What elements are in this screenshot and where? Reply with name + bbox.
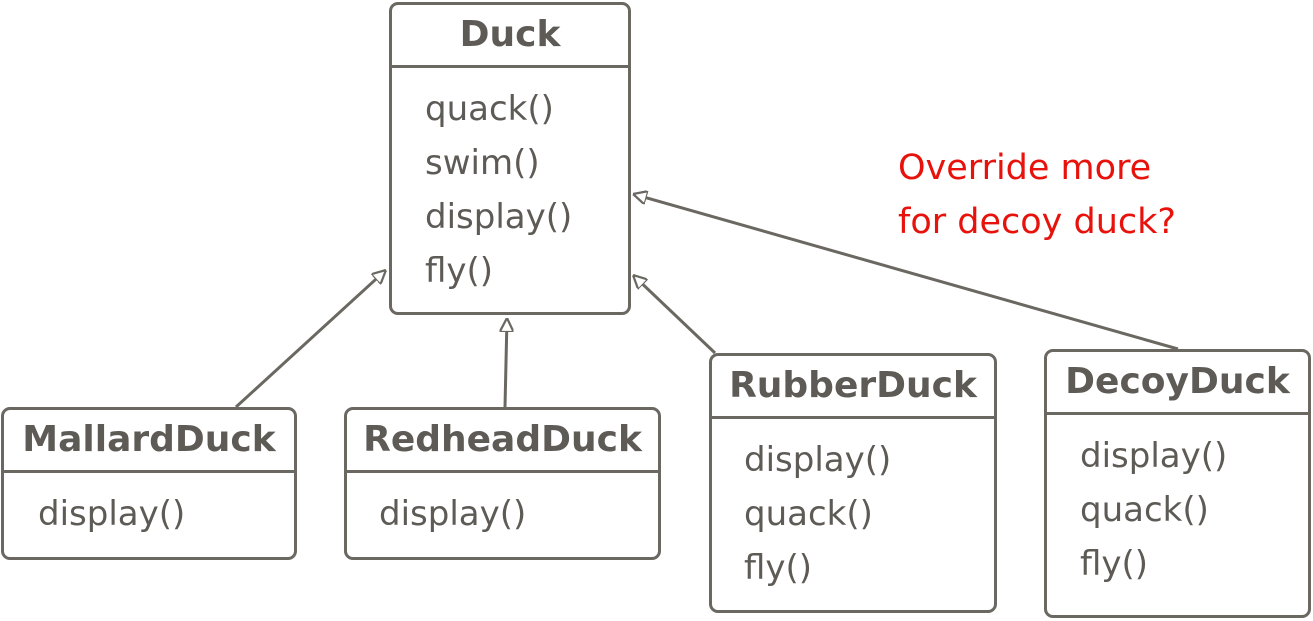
note-line: Override more (898, 148, 1152, 188)
method-list: display() (4, 473, 294, 541)
class-name: DecoyDuck (1047, 352, 1308, 415)
class-redhead-duck: RedheadDuck display() (344, 407, 661, 560)
method: display() (744, 440, 892, 480)
class-name: MallardDuck (4, 410, 294, 473)
method: display() (1080, 436, 1228, 476)
edge-rubber-to-duck (633, 275, 717, 355)
edge-decoy-to-duck (633, 194, 1179, 351)
method: quack() (1080, 490, 1209, 530)
method-list: display() quack() fly() (1047, 415, 1308, 591)
method: swim() (425, 143, 540, 183)
method-list: display() quack() fly() (712, 419, 994, 595)
method: fly() (425, 251, 494, 291)
method-list: display() (347, 473, 658, 541)
class-decoy-duck: DecoyDuck display() quack() fly() (1044, 349, 1311, 618)
edge-redhead-to-duck (505, 318, 507, 408)
method: display() (38, 494, 186, 534)
class-name: RedheadDuck (347, 410, 658, 473)
method: fly() (1080, 544, 1149, 584)
class-name: RubberDuck (712, 356, 994, 419)
class-duck: Duck quack() swim() display() fly() (389, 2, 631, 315)
class-name: Duck (392, 5, 628, 68)
class-rubber-duck: RubberDuck display() quack() fly() (709, 353, 997, 613)
method: display() (379, 494, 527, 534)
method-list: quack() swim() display() fly() (392, 68, 628, 298)
override-note: Override more for decoy duck? (898, 141, 1176, 249)
method: quack() (744, 494, 873, 534)
method: fly() (744, 548, 813, 588)
edge-mallard-to-duck (234, 270, 386, 409)
method: quack() (425, 89, 554, 129)
method: display() (425, 197, 573, 237)
note-line: for decoy duck? (898, 202, 1176, 242)
class-mallard-duck: MallardDuck display() (1, 407, 297, 560)
